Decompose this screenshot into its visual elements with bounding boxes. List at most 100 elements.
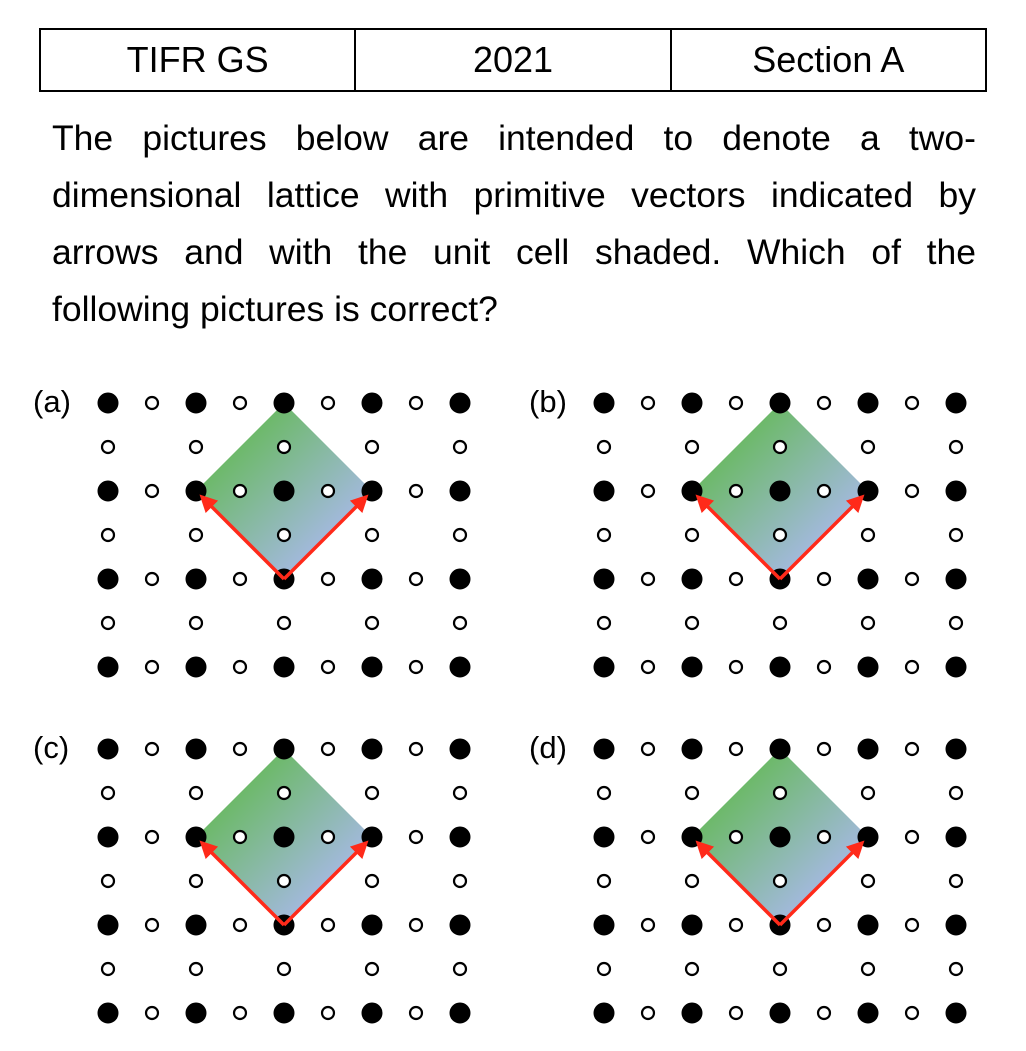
lattice-site-hollow [596,961,612,977]
lattice-site-filled [857,656,879,678]
lattice-site-hollow [596,439,612,455]
lattice-site-hollow [904,483,920,499]
lattice-site-filled [449,480,471,502]
lattice-site-hollow [640,1005,656,1021]
lattice-site-filled [593,914,615,936]
lattice-site-hollow [728,571,744,587]
lattice-site-hollow [276,615,292,631]
lattice-site-hollow [816,571,832,587]
lattice-site-hollow [728,659,744,675]
lattice-site-hollow [728,741,744,757]
lattice-site-filled [945,1002,967,1024]
primitive-vector-arrow-right [282,840,369,927]
lattice-site-filled [681,568,703,590]
lattice-site-filled [97,480,119,502]
lattice-site-hollow [596,873,612,889]
lattice-site-hollow [408,1005,424,1021]
lattice-site-hollow [684,961,700,977]
option-c-figure[interactable]: (c) [33,731,503,1051]
option-a-figure[interactable]: (a) [33,385,503,705]
lattice-site-hollow [904,659,920,675]
lattice-site-filled [857,1002,879,1024]
lattice-site-filled [593,392,615,414]
lattice-site-hollow [596,527,612,543]
lattice-site-filled [681,914,703,936]
lattice-site-hollow [100,785,116,801]
lattice-diagram [593,738,967,1024]
lattice-site-hollow [188,873,204,889]
lattice-site-filled [449,826,471,848]
lattice-site-hollow [772,439,788,455]
lattice-site-hollow [640,741,656,757]
lattice-site-hollow [948,961,964,977]
lattice-site-hollow [276,961,292,977]
lattice-site-hollow [728,917,744,933]
lattice-site-hollow [144,395,160,411]
lattice-site-filled [593,480,615,502]
lattice-site-hollow [816,917,832,933]
lattice-site-filled [593,656,615,678]
lattice-site-hollow [860,439,876,455]
lattice-site-filled [273,826,295,848]
lattice-site-hollow [276,527,292,543]
lattice-site-filled [945,826,967,848]
lattice-site-filled [593,568,615,590]
lattice-site-filled [945,738,967,760]
lattice-site-hollow [364,785,380,801]
lattice-site-hollow [904,917,920,933]
lattice-site-filled [593,1002,615,1024]
lattice-site-hollow [860,615,876,631]
lattice-site-filled [857,568,879,590]
lattice-site-filled [185,738,207,760]
lattice-site-hollow [640,917,656,933]
lattice-site-hollow [188,439,204,455]
primitive-vector-arrow-right [778,494,865,581]
lattice-site-filled [945,480,967,502]
lattice-site-hollow [364,615,380,631]
lattice-site-hollow [904,829,920,845]
option-d-figure[interactable]: (d) [529,731,999,1051]
lattice-site-hollow [408,829,424,845]
lattice-site-filled [857,738,879,760]
lattice-site-hollow [452,615,468,631]
lattice-site-filled [769,738,791,760]
header-table: TIFR GS 2021 Section A [38,28,988,92]
lattice-site-filled [97,914,119,936]
lattice-site-hollow [904,1005,920,1021]
lattice-site-hollow [276,439,292,455]
lattice-site-hollow [276,873,292,889]
lattice-site-hollow [816,659,832,675]
lattice-site-hollow [232,395,248,411]
lattice-site-filled [273,480,295,502]
option-b-figure[interactable]: (b) [529,385,999,705]
lattice-site-filled [449,392,471,414]
lattice-site-filled [449,656,471,678]
lattice-site-hollow [684,873,700,889]
lattice-site-hollow [728,1005,744,1021]
option-c-label: (c) [33,730,70,765]
lattice-site-hollow [232,571,248,587]
lattice-site-hollow [232,659,248,675]
lattice-site-filled [97,656,119,678]
lattice-site-filled [769,1002,791,1024]
lattice-site-filled [769,656,791,678]
lattice-site-filled [769,480,791,502]
lattice-site-filled [273,1002,295,1024]
lattice-site-filled [945,392,967,414]
lattice-site-hollow [452,873,468,889]
lattice-site-hollow [320,483,336,499]
lattice-site-hollow [948,439,964,455]
lattice-site-hollow [408,741,424,757]
lattice-site-hollow [144,1005,160,1021]
lattice-site-hollow [408,659,424,675]
lattice-site-hollow [188,615,204,631]
exam-year: 2021 [354,28,672,92]
lattice-site-hollow [364,527,380,543]
lattice-site-hollow [860,785,876,801]
lattice-site-hollow [144,741,160,757]
lattice-site-hollow [684,527,700,543]
lattice-site-hollow [684,439,700,455]
lattice-site-hollow [860,961,876,977]
lattice-site-filled [769,826,791,848]
lattice-site-hollow [100,873,116,889]
